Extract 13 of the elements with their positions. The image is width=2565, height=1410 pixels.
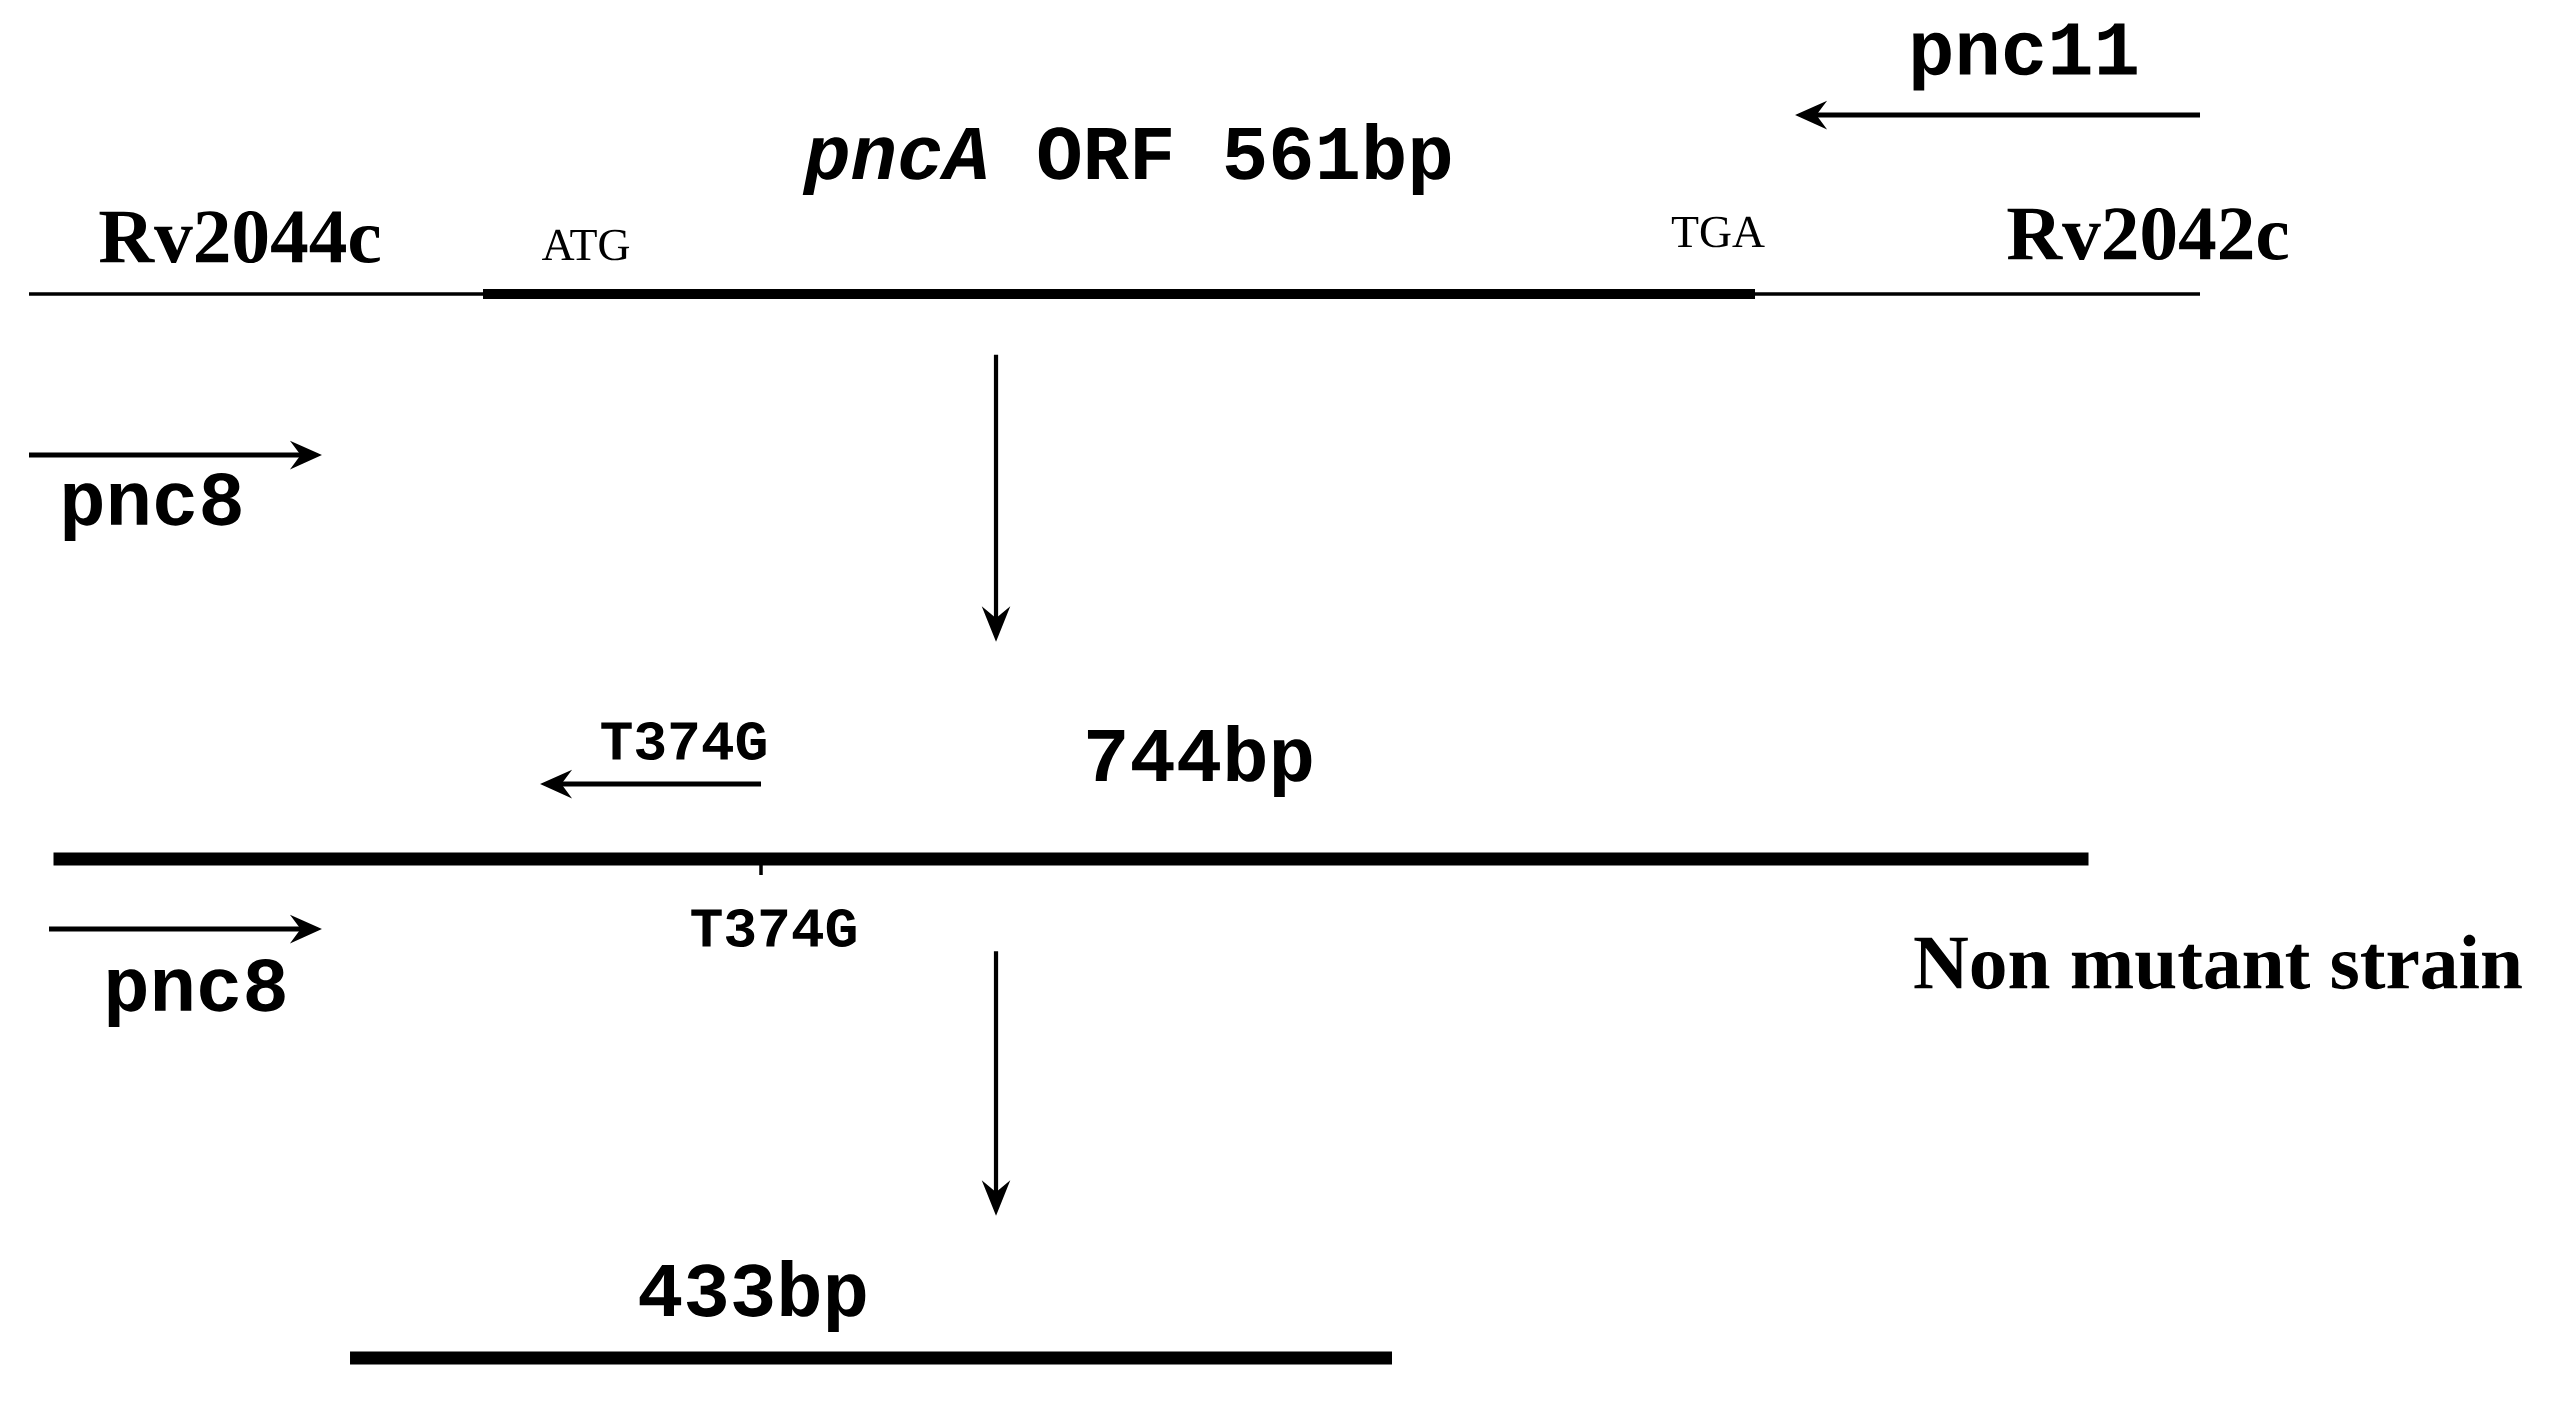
- size-label: 744bp: [1087, 724, 1312, 798]
- gene-name: Rv2042c: [2007, 207, 2288, 261]
- dna-bar: [483, 289, 1755, 299]
- primer-label: pnc8: [108, 959, 285, 1027]
- primer-label: pnc11: [1913, 23, 2137, 91]
- gene-name: Rv2044c: [99, 210, 380, 264]
- primer-label: T374G: [601, 721, 766, 761]
- size-label: 433bp: [639, 1259, 866, 1333]
- dna-bar: [53, 852, 2089, 866]
- gene-label: pncA ORF 561bp: [802, 122, 1451, 196]
- primer-label: pnc8: [64, 473, 241, 541]
- strain-label: Non mutant strain: [1914, 934, 2522, 990]
- dna-bar: [350, 1351, 1392, 1365]
